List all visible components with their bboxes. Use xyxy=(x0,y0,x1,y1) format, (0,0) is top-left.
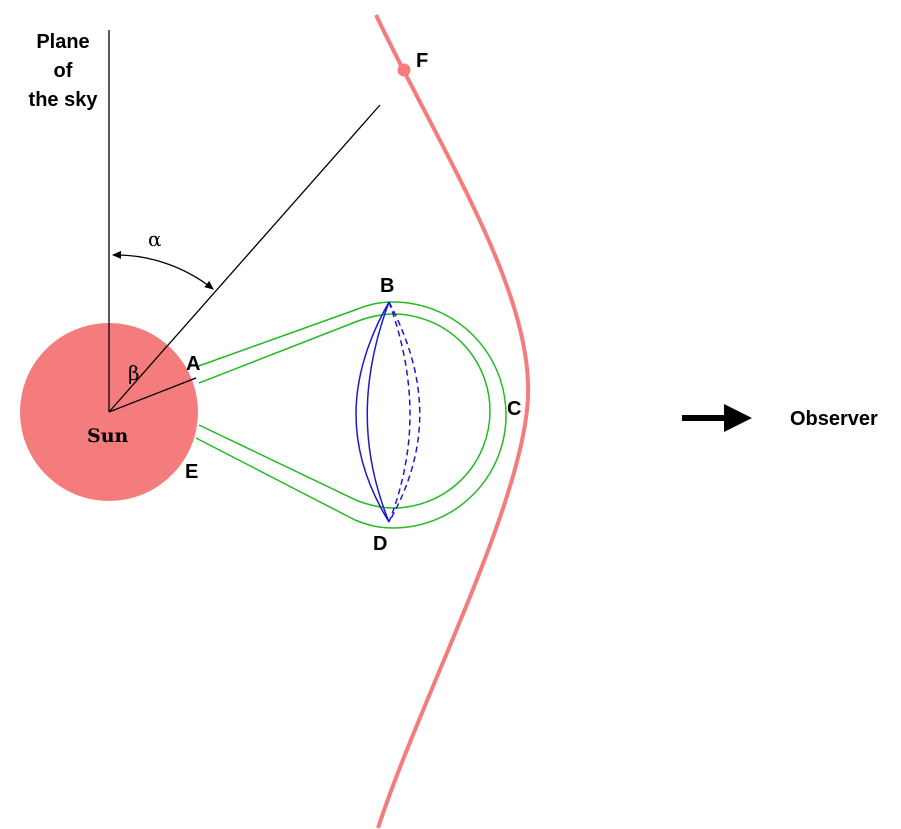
beta-label: β xyxy=(128,361,140,385)
plane-label-line2: of xyxy=(54,60,73,82)
point-d-label: D xyxy=(373,533,387,555)
point-c-label: C xyxy=(507,398,521,420)
loop-solid-inner xyxy=(366,301,390,523)
point-e-label: E xyxy=(185,461,198,483)
alpha-angle-arc xyxy=(112,250,214,290)
flux-rope-inner xyxy=(198,313,491,509)
line-to-a-over-sun xyxy=(108,377,197,413)
plane-label-line3: the sky xyxy=(29,89,99,111)
point-b-label: B xyxy=(380,275,394,297)
alpha-label: α xyxy=(148,227,162,251)
observer-arrow-head xyxy=(724,404,752,432)
sun-label: Sun xyxy=(87,425,129,447)
flux-rope-outer xyxy=(195,301,507,529)
loop-dashed-outer xyxy=(388,301,421,523)
point-f-marker xyxy=(397,63,411,77)
loop-solid-outer xyxy=(355,301,390,523)
direction-line-over-sun xyxy=(108,344,169,413)
point-a-label: A xyxy=(186,353,200,375)
plane-label-line1: Plane xyxy=(36,31,89,53)
shock-front-curve xyxy=(374,14,531,829)
loop-dashed-inner xyxy=(388,301,411,523)
point-f-label: F xyxy=(416,50,428,72)
observer-label: Observer xyxy=(790,408,878,430)
